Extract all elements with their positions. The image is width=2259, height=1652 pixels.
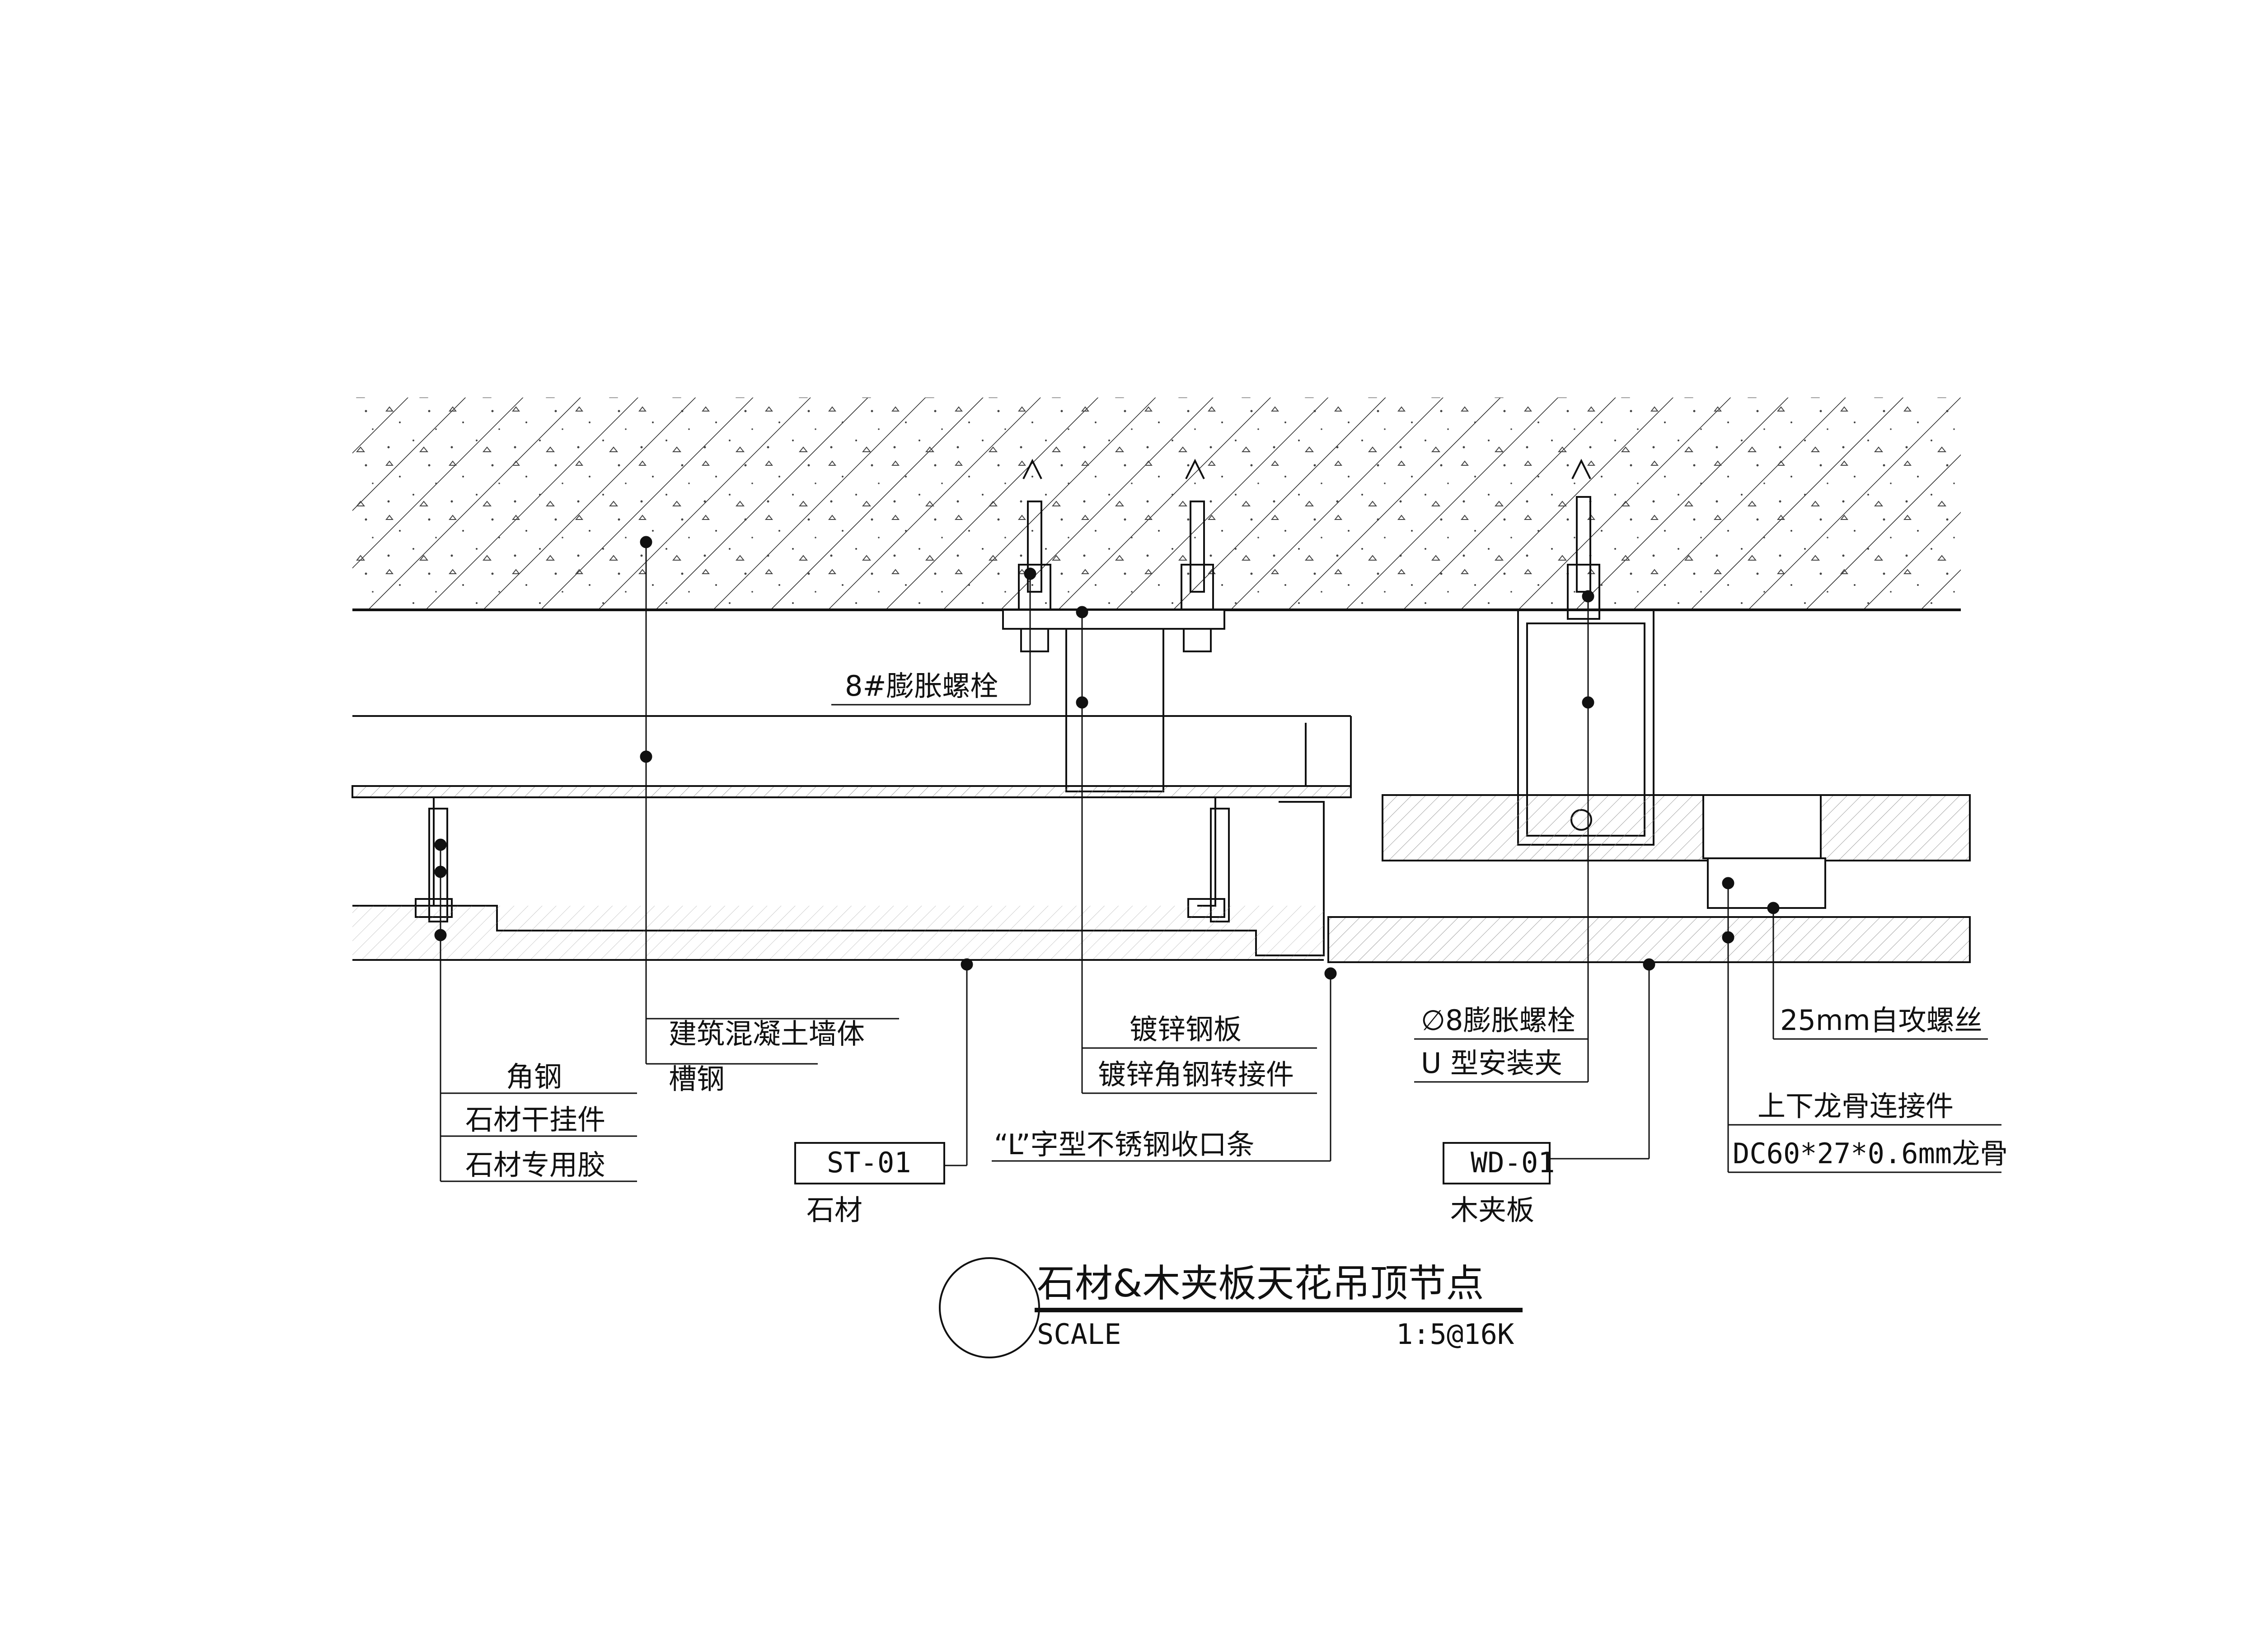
channel-steel <box>352 715 1352 798</box>
title-block <box>939 1257 1523 1358</box>
label-concrete-wall: 建筑混凝土墙体 <box>669 1017 865 1050</box>
scale-value: 1:5@16K <box>1396 1318 1514 1351</box>
label-stone-tag: ST-01 <box>827 1146 911 1179</box>
annotation-text: 8#膨胀螺栓 建筑混凝土墙体 槽钢 角钢 石材干挂件 石材专用胶 镀锌钢板 镀锌… <box>465 669 2008 1351</box>
label-wood-tag: WD-01 <box>1471 1146 1555 1179</box>
galvanized-plate-assembly <box>1002 609 1225 792</box>
label-angle-steel: 角钢 <box>506 1060 562 1093</box>
label-keel-connector: 上下龙骨连接件 <box>1758 1090 1954 1123</box>
label-galvanized-plate: 镀锌钢板 <box>1130 1013 1242 1046</box>
label-channel-steel: 槽钢 <box>669 1062 725 1095</box>
concrete-slab <box>352 398 1961 611</box>
label-u-clip: U 型安装夹 <box>1421 1047 1562 1080</box>
label-stone-name: 石材 <box>806 1193 862 1226</box>
tag-boxes <box>794 1142 1551 1184</box>
label-wood-name: 木夹板 <box>1450 1193 1534 1226</box>
label-expansion-bolt-8: 8#膨胀螺栓 <box>845 669 998 702</box>
detail-symbol-circle <box>939 1257 1040 1358</box>
leader-lines <box>434 536 2001 1182</box>
scale-label: SCALE <box>1037 1318 1121 1351</box>
label-stone-hanger: 石材干挂件 <box>465 1103 605 1136</box>
label-expansion-bolt-phi8: ∅8膨胀螺栓 <box>1421 1004 1575 1037</box>
label-self-tapping-screw: 25mm自攻螺丝 <box>1780 1004 1982 1037</box>
label-galvanized-angle-adapter: 镀锌角钢转接件 <box>1098 1058 1294 1091</box>
label-keel-spec: DC60*27*0.6mm龙骨 <box>1733 1137 2008 1170</box>
keel-profile <box>1382 794 1971 909</box>
label-stone-glue: 石材专用胶 <box>465 1148 605 1181</box>
stone-slab <box>352 905 1325 961</box>
drawing-title: 石材&木夹板天花吊顶节点 <box>1037 1261 1484 1306</box>
label-l-trim: “L”字型不锈钢收口条 <box>994 1128 1255 1161</box>
wood-board <box>1327 916 1971 963</box>
